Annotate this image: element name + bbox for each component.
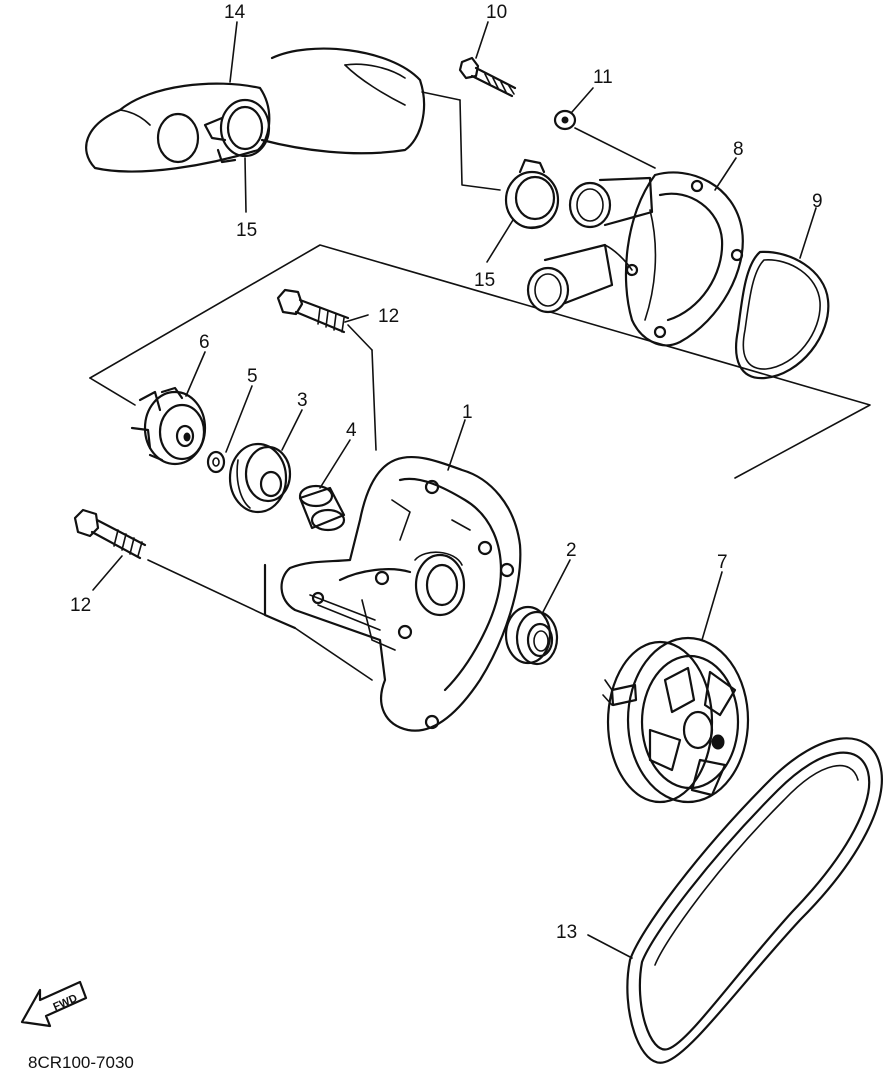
bolt-part-10: [458, 56, 517, 98]
label-part-9: 9: [812, 191, 823, 212]
label-part-13: 13: [556, 922, 577, 943]
v-belt-part-13: [626, 737, 883, 1064]
label-part-6: 6: [199, 332, 210, 353]
impeller-part-6: [130, 386, 207, 466]
sleeve-part-4: [298, 484, 346, 532]
gasket-part-9: [735, 250, 830, 380]
hose-clamp-upper: [203, 98, 271, 164]
label-part-7: 7: [717, 552, 728, 573]
pump-housing-part-1: [263, 456, 522, 732]
forward-direction-arrow-icon: FWD: [20, 980, 88, 1028]
label-part-5: 5: [247, 366, 258, 387]
hose-part: [85, 47, 426, 173]
bolt-part-12-lower: [73, 508, 373, 681]
bolt-part-12-upper: [276, 288, 377, 451]
washer-part-5: [206, 450, 226, 474]
leader-lines: [92, 21, 817, 959]
label-part-15-upper: 15: [236, 220, 257, 241]
assembly-outline: [89, 244, 871, 479]
bearing-part-2: [504, 605, 559, 666]
label-part-12-upper: 12: [378, 306, 399, 327]
pump-housing-cover: [526, 171, 744, 347]
label-part-15-lower: 15: [474, 270, 495, 291]
label-part-2: 2: [566, 540, 577, 561]
label-part-1: 1: [462, 402, 473, 423]
label-part-10: 10: [486, 2, 507, 23]
pulley-part-7: [602, 636, 750, 804]
part-labels: 14 10 11 8 9 15 15 12 6 5 3 1 4 2 7 12 1…: [70, 2, 823, 943]
label-part-11: 11: [593, 67, 613, 88]
label-part-12-lower: 12: [70, 595, 91, 616]
label-part-4: 4: [346, 420, 357, 441]
label-part-3: 3: [297, 390, 308, 411]
label-part-8: 8: [733, 139, 744, 160]
diagram-code: 8CR100-7030: [28, 1053, 134, 1072]
hose-clamp-lower: [504, 158, 560, 230]
washer-part-11: [553, 109, 577, 131]
label-part-14: 14: [224, 2, 246, 23]
seal-part-3: [228, 442, 292, 514]
